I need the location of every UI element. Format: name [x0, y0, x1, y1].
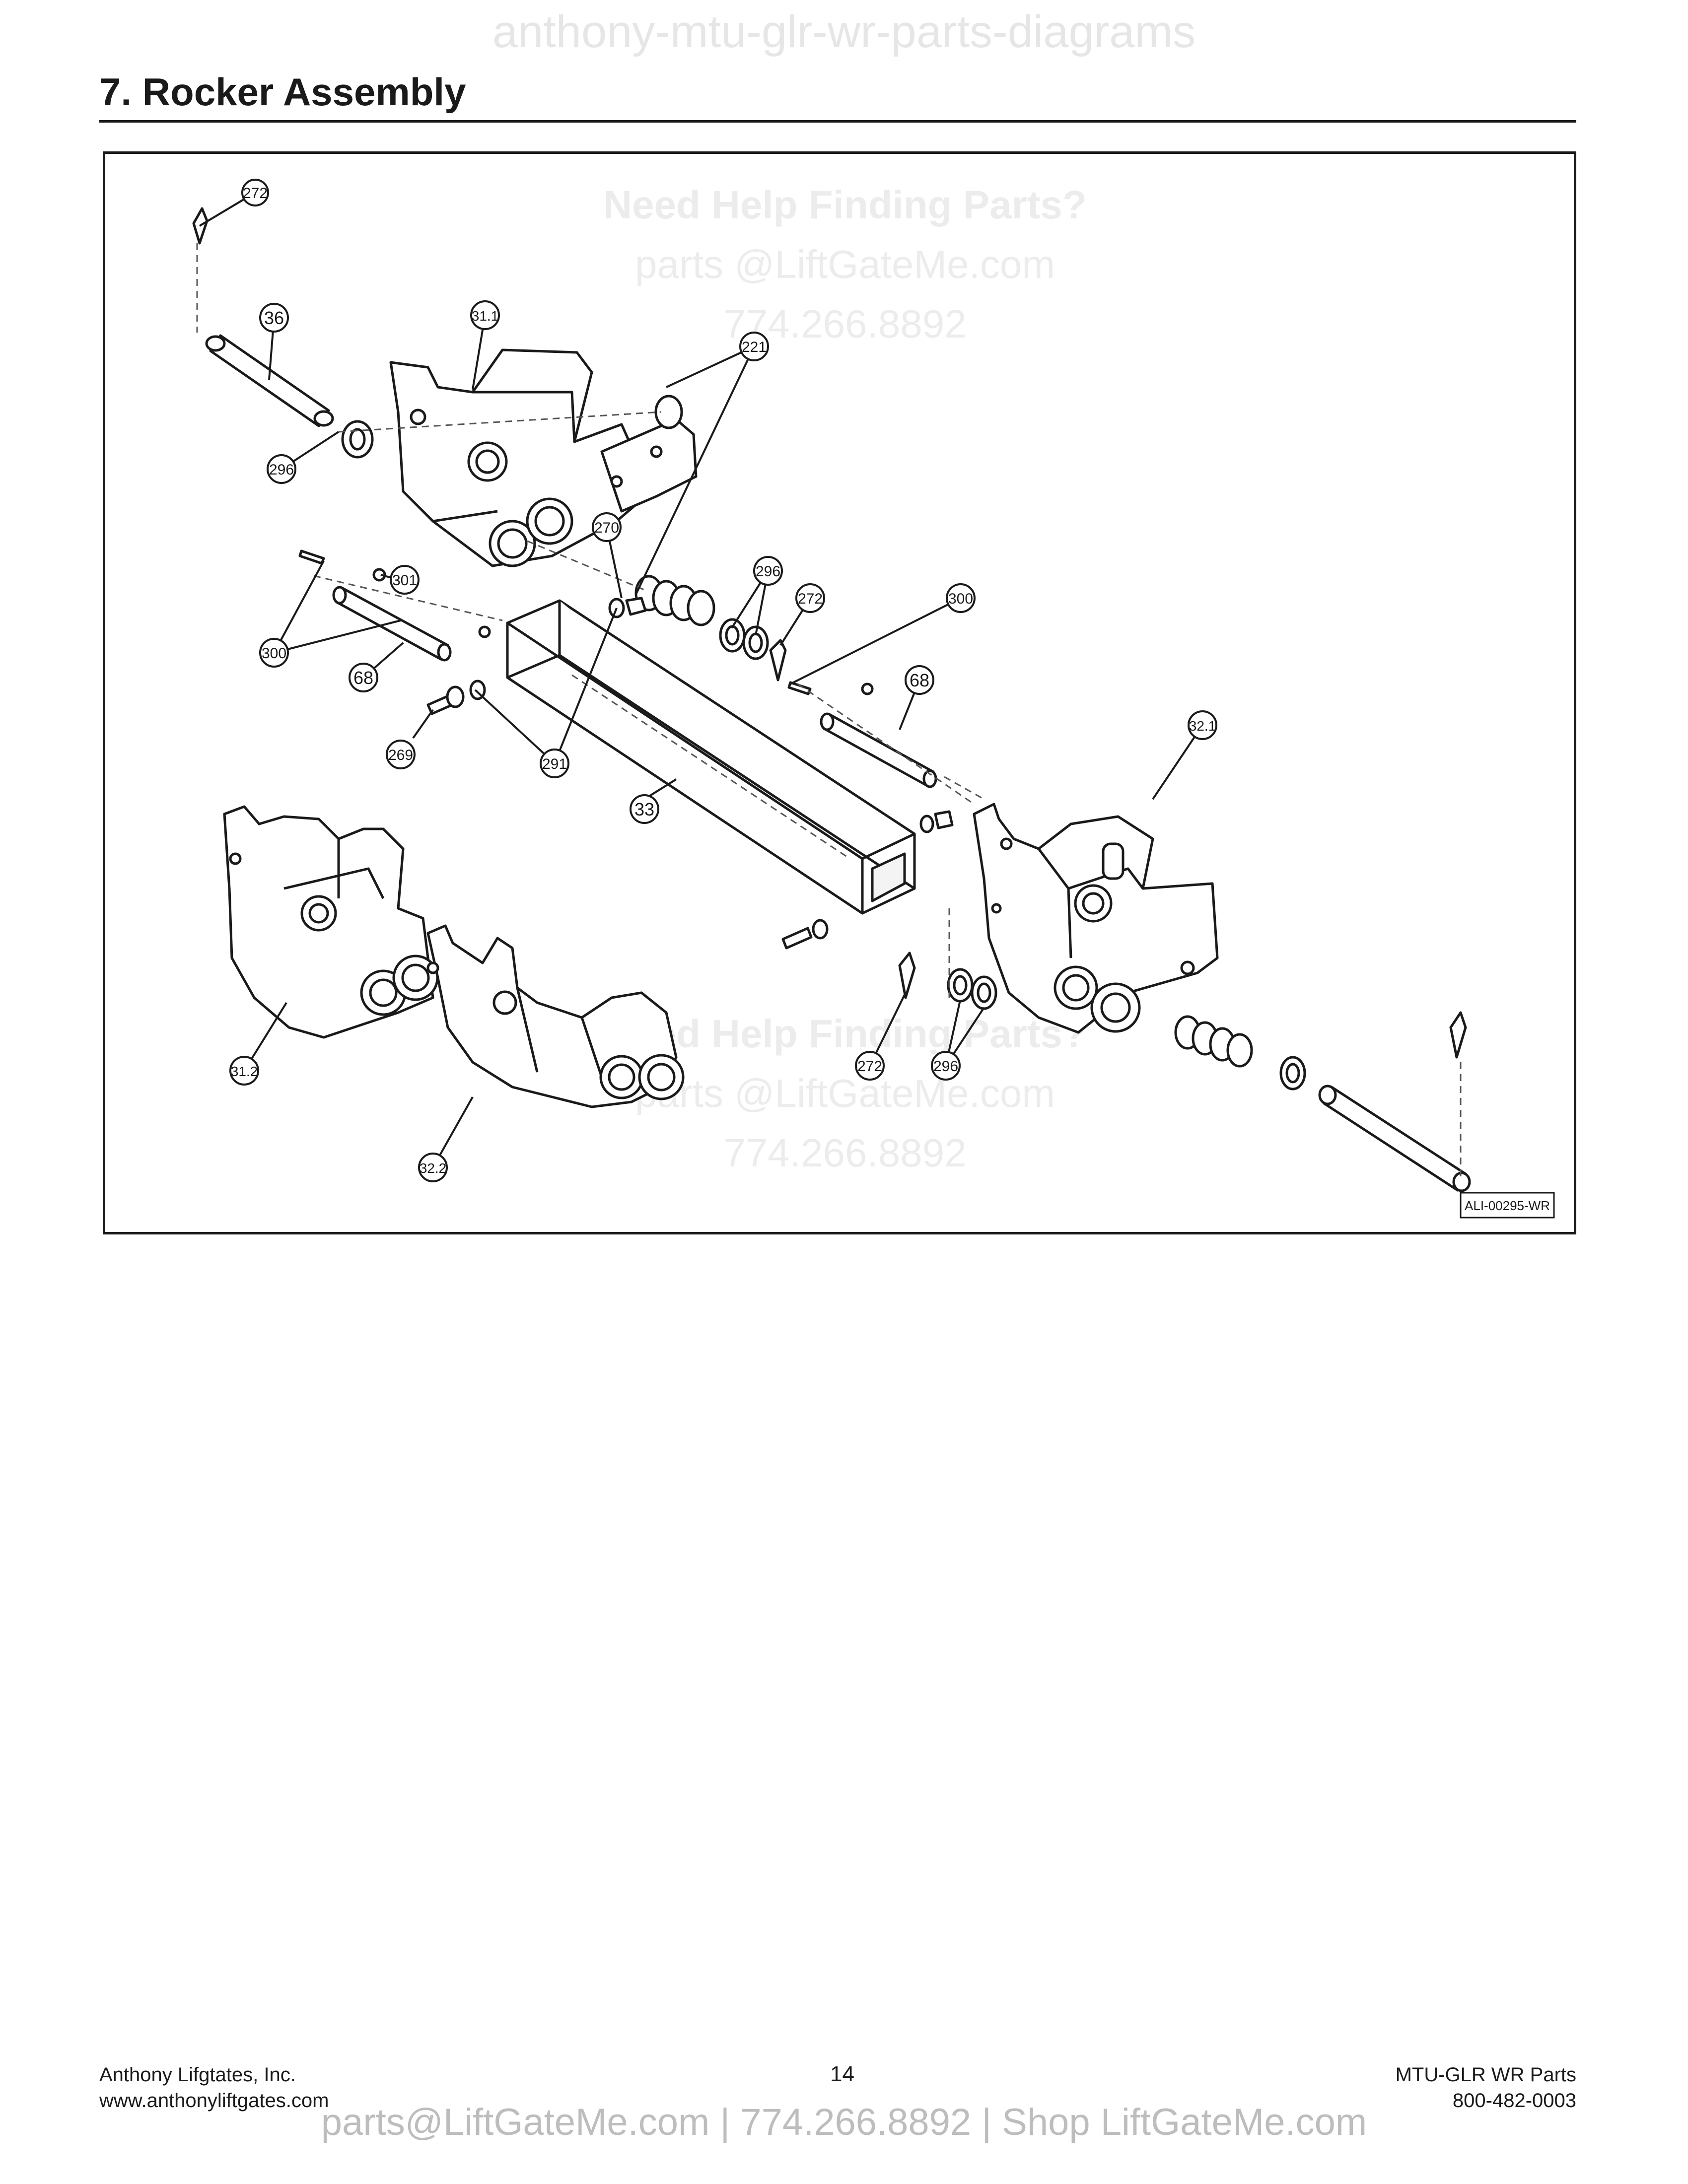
svg-text:296: 296 — [269, 462, 294, 478]
callout-300-right: 300 — [946, 583, 976, 613]
cotter-pin-272-lower — [898, 952, 916, 999]
tube-33 — [506, 599, 916, 915]
bolt-lower — [781, 919, 829, 950]
svg-text:272: 272 — [857, 1058, 882, 1075]
svg-text:291: 291 — [542, 756, 567, 772]
rocker-bracket-32-2 — [426, 924, 685, 1108]
rocker-assembly-diagram: Need Help Finding Parts? parts @LiftGate… — [192, 179, 1555, 1219]
svg-text:68: 68 — [910, 670, 929, 690]
drawing-id: ALI-00295-WR — [1465, 1198, 1550, 1213]
svg-text:33: 33 — [634, 799, 654, 819]
callout-296-middle: 296 — [753, 556, 783, 586]
nut-right-pin — [861, 682, 874, 695]
washers-296-lower — [947, 968, 997, 1010]
pin-36 — [205, 334, 334, 427]
nut-left-pin — [478, 625, 491, 638]
svg-text:300: 300 — [262, 645, 286, 662]
callout-301: 301 — [390, 565, 420, 595]
bushing-stack-221 — [634, 575, 715, 626]
watermark-email-bottom: parts @LiftGateMe.com — [635, 1071, 1055, 1115]
svg-text:221: 221 — [742, 339, 767, 355]
footer-page-number: 14 — [830, 2062, 854, 2086]
pin-300-right — [787, 681, 812, 695]
callout-296-top-left: 296 — [267, 454, 296, 484]
svg-text:300: 300 — [948, 591, 973, 607]
rocker-bracket-31-1 — [389, 348, 653, 567]
callout-300-left: 300 — [259, 638, 289, 668]
callout-272-lower: 272 — [855, 1051, 885, 1081]
assembly-lines — [196, 243, 1462, 1176]
svg-text:301: 301 — [392, 572, 417, 589]
top-watermark: anthony-mtu-glr-wr-parts-diagrams — [492, 6, 1196, 57]
pin-300-left — [298, 549, 325, 565]
callout-270: 270 — [592, 512, 622, 542]
callout-31-1: 31.1 — [470, 300, 500, 330]
rocker-bracket-32-1 — [973, 803, 1219, 1034]
callout-31-2: 31.2 — [229, 1056, 259, 1086]
footer-doc-title: MTU-GLR WR Parts — [1395, 2064, 1576, 2086]
watermark-email-top: parts @LiftGateMe.com — [635, 242, 1055, 286]
svg-text:31.2: 31.2 — [231, 1064, 258, 1079]
diagram-frame: Need Help Finding Parts? parts @LiftGate… — [103, 151, 1576, 1234]
pin-68-left — [332, 586, 452, 662]
callout-bubbles: 272 36 31.1 221 296 270 301 296 272 300 … — [229, 179, 1217, 1182]
nut-tube-end — [934, 810, 954, 829]
watermark-help-bottom: Need Help Finding Parts? — [603, 1012, 1086, 1056]
drawing-id-box: ALI-00295-WR — [1460, 1192, 1555, 1219]
svg-text:272: 272 — [243, 185, 268, 202]
title-rule — [99, 120, 1576, 123]
cotter-pin-272-middle — [769, 639, 787, 682]
callout-68-right: 68 — [905, 665, 934, 695]
svg-text:296: 296 — [933, 1058, 958, 1075]
washer-tube-end — [919, 815, 934, 833]
callout-36: 36 — [259, 303, 289, 333]
callout-272-top: 272 — [241, 179, 269, 206]
callout-33: 33 — [630, 794, 659, 824]
svg-text:32.2: 32.2 — [420, 1160, 447, 1176]
nut-301 — [372, 568, 386, 582]
callout-32-1: 32.1 — [1188, 710, 1217, 740]
callout-32-2: 32.2 — [418, 1153, 448, 1182]
svg-text:36: 36 — [264, 308, 284, 328]
pin-lower-right — [1318, 1085, 1471, 1192]
washers-296-middle — [719, 618, 769, 660]
watermark-phone-bottom: 774.266.8892 — [723, 1131, 966, 1175]
footer-phone: 800-482-0003 — [1452, 2090, 1576, 2112]
bushing-221-top — [654, 395, 683, 429]
callout-296-lower: 296 — [931, 1051, 961, 1081]
svg-text:31.1: 31.1 — [472, 308, 499, 324]
svg-text:32.1: 32.1 — [1189, 718, 1216, 734]
svg-text:296: 296 — [756, 563, 780, 580]
washer-296-top-left — [341, 420, 374, 459]
svg-text:269: 269 — [388, 747, 413, 763]
washer-lower-right — [1279, 1056, 1306, 1091]
pin-68-right — [820, 712, 937, 788]
footer-company: Anthony Lifgtates, Inc. — [99, 2064, 296, 2086]
bolt-269 — [426, 685, 465, 715]
svg-text:270: 270 — [594, 520, 619, 536]
callout-269: 269 — [386, 740, 416, 769]
bushing-stack-lower-right — [1174, 1015, 1253, 1068]
watermark-help-top: Need Help Finding Parts? — [603, 183, 1086, 227]
callout-221: 221 — [739, 332, 769, 361]
callout-272-middle: 272 — [795, 583, 825, 613]
svg-text:272: 272 — [798, 591, 823, 607]
callout-68-left: 68 — [349, 663, 378, 692]
cotter-pin-lower-right — [1449, 1011, 1467, 1059]
footer-website[interactable]: www.anthonyliftgates.com — [99, 2090, 329, 2112]
section-title: 7. Rocker Assembly — [99, 70, 466, 114]
nut-270 — [625, 597, 647, 616]
callout-291: 291 — [540, 749, 569, 778]
svg-text:68: 68 — [353, 668, 373, 688]
footer-watermark: parts@LiftGateMe.com | 774.266.8892 | Sh… — [321, 2101, 1367, 2143]
rocker-bracket-31-2 — [223, 805, 439, 1039]
